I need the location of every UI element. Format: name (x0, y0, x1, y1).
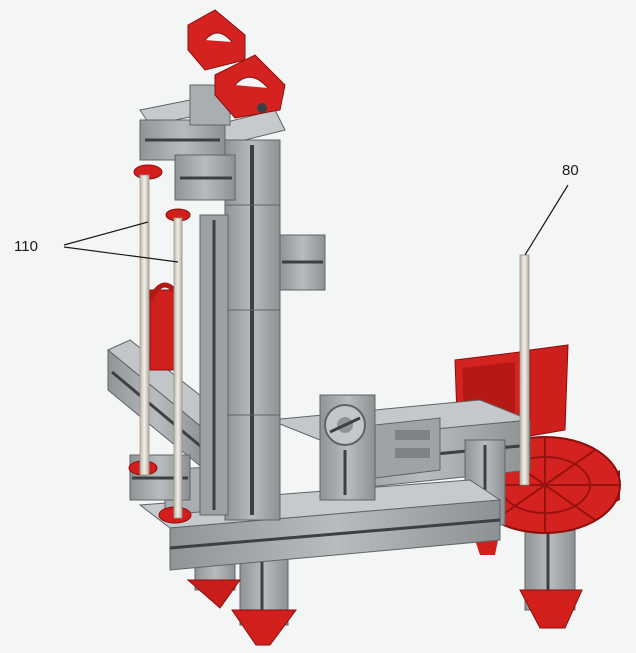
callout-label-right-rod: 80 (562, 162, 579, 179)
callout-leaders (63, 184, 569, 263)
left-frame (107, 282, 226, 501)
rods (139, 174, 530, 519)
main-tower (199, 109, 326, 521)
callout-label-left-rods: 110 (14, 238, 38, 255)
upper-blocks (139, 84, 236, 201)
coupling-block (319, 394, 376, 501)
red-caps (187, 9, 286, 119)
